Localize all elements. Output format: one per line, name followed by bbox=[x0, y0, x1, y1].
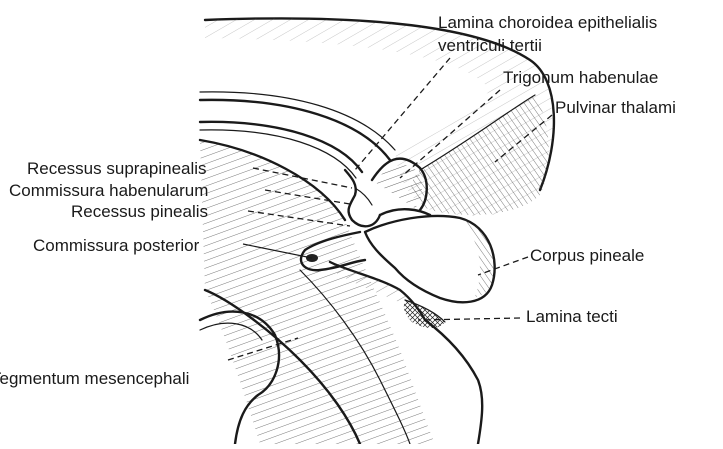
label-tegmentum-mesencephali: Tegmentum mesencephali bbox=[0, 369, 189, 388]
label-lamina-choroidea-line1: Lamina choroidea epithelialis bbox=[438, 13, 657, 32]
label-commissura-habenularum: Commissura habenularum bbox=[9, 181, 208, 200]
label-recessus-pinealis: Recessus pinealis bbox=[71, 202, 208, 221]
trigonum-habenulae-shape bbox=[372, 159, 427, 210]
label-corpus-pineale: Corpus pineale bbox=[530, 246, 644, 265]
label-trigonum-habenulae: Trigonum habenulae bbox=[503, 68, 658, 87]
label-pulvinar-thalami: Pulvinar thalami bbox=[555, 98, 676, 117]
label-lamina-choroidea-line2: ventriculi tertii bbox=[438, 36, 542, 55]
label-recessus-suprapinealis: Recessus suprapinealis bbox=[27, 159, 207, 178]
label-lamina-tecti: Lamina tecti bbox=[526, 307, 618, 326]
label-commissura-posterior: Commissura posterior bbox=[33, 236, 200, 255]
